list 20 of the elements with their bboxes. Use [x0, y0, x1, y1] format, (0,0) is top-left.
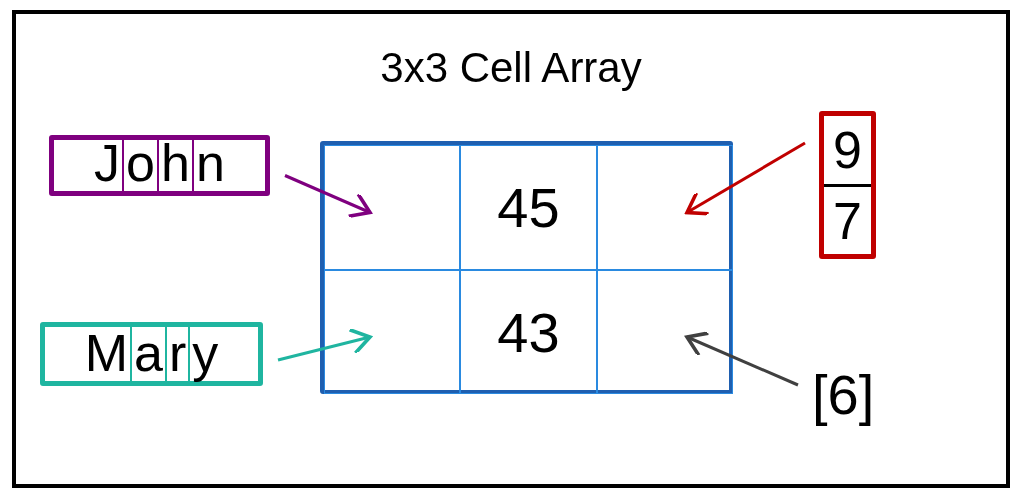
- bracketed-value: [6]: [812, 363, 875, 426]
- column-vector-box: [819, 111, 876, 259]
- arrow: [284, 174, 372, 219]
- empty-cell: [324, 145, 460, 270]
- empty-cell: [324, 270, 460, 394]
- cell-value: 45: [497, 175, 560, 240]
- cell-value: 43: [497, 299, 560, 365]
- empty-cell: [597, 145, 733, 270]
- name-text: Mary: [82, 325, 220, 381]
- vector-value: 9: [824, 116, 871, 187]
- cell-array-grid: [320, 141, 733, 394]
- arrow: [685, 141, 806, 216]
- diagram-title: 3x3 Cell Array: [380, 44, 642, 91]
- char-array-box: [49, 135, 270, 196]
- empty-cell: [597, 270, 733, 394]
- char-array-box: [40, 322, 263, 386]
- name-text: John: [92, 135, 226, 191]
- vector-value: 7: [832, 191, 863, 252]
- arrow: [277, 327, 372, 362]
- arrow: [685, 331, 799, 387]
